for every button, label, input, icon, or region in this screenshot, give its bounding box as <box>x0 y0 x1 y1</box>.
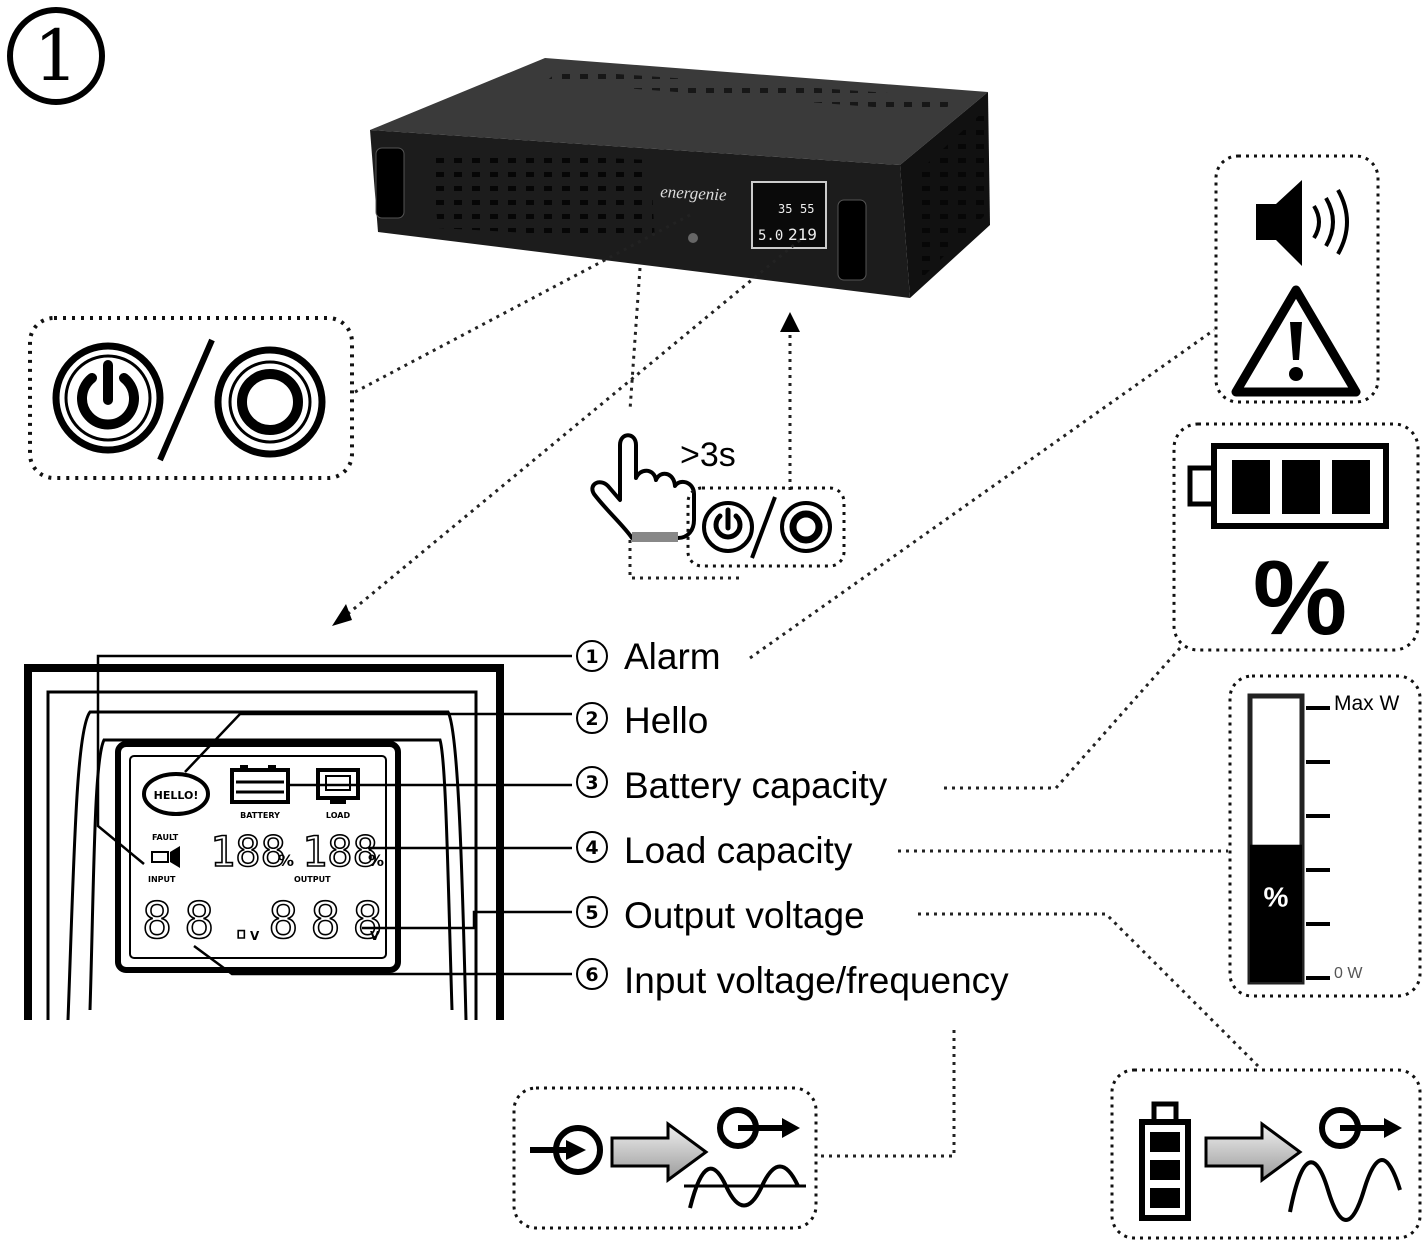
sine-wave-icon <box>684 1164 806 1209</box>
lcd-input-unit: V <box>250 929 260 943</box>
legend: 1 Alarm 2 Hello 3 Battery capacity 4 Loa… <box>576 636 1009 1001</box>
power-button-callout <box>28 213 691 480</box>
device-lcd-battery: 35 <box>778 202 792 216</box>
legend-input-voltage: Input voltage/frequency <box>624 960 1009 1001</box>
lcd-panel: HELLO! BATTERY LOAD FAULT 188 % 188 % IN… <box>24 664 504 1021</box>
step-number-badge: 1 <box>7 7 105 105</box>
power-off-icon <box>780 501 832 553</box>
load-meter-fill-label: % <box>1264 881 1289 912</box>
right-handle <box>837 199 867 281</box>
device-lcd <box>751 181 827 249</box>
press-hold-callout: >3s <box>590 267 846 580</box>
arrow-right-icon <box>1204 1121 1303 1183</box>
hold-time-label: >3s <box>680 436 736 474</box>
left-handle <box>375 147 405 219</box>
lcd-battery-digits: 188 <box>210 827 286 876</box>
lcd-battery-icon <box>230 765 290 804</box>
legend-num-6: 6 <box>585 964 598 986</box>
legend-num-1: 1 <box>585 646 598 668</box>
lcd-load-caption: LOAD <box>326 811 351 820</box>
power-icon <box>702 501 754 553</box>
input-voltage-callout <box>512 1030 956 1230</box>
arrow-down-left-icon <box>332 604 352 626</box>
lcd-input-caption: INPUT <box>148 875 176 884</box>
legend-battery-capacity: Battery capacity <box>624 765 888 806</box>
load-meter-ticks <box>1306 706 1330 980</box>
lcd-load-digits: 188 <box>302 827 378 876</box>
sine-wave-icon <box>1288 1158 1402 1222</box>
hand-pointer-icon <box>590 433 696 542</box>
legend-num-2: 2 <box>585 708 598 730</box>
warning-icon <box>1231 285 1361 397</box>
lcd-battery-percent: % <box>278 851 294 870</box>
load-meter-max-label: Max W <box>1334 692 1400 715</box>
brand-logo: energenie <box>660 182 728 204</box>
lcd-output-unit: V <box>370 929 380 943</box>
lcd-battery-caption: BATTERY <box>240 811 280 820</box>
legend-alarm: Alarm <box>624 636 721 677</box>
alarm-callout <box>749 154 1380 660</box>
device-power-button[interactable] <box>688 233 698 243</box>
power-icon <box>52 342 164 454</box>
speaker-icon <box>1256 180 1349 266</box>
device-lcd-output: 219 <box>788 225 817 244</box>
input-plug-icon <box>530 1125 603 1175</box>
lcd-fault-caption: FAULT <box>152 833 179 842</box>
lcd-voltage-digits: 88.888 <box>142 892 395 950</box>
lcd-load-percent: % <box>368 851 384 870</box>
legend-num-5: 5 <box>585 902 598 924</box>
load-meter-fill <box>1250 844 1302 982</box>
output-plug-icon <box>717 1107 800 1149</box>
arrow-up-icon <box>780 312 800 332</box>
load-capacity-callout: % Max W 0 W <box>898 674 1422 998</box>
lcd-alarm-icon <box>151 846 180 868</box>
legend-num-3: 3 <box>585 772 598 794</box>
output-plug-icon <box>1319 1107 1402 1149</box>
battery-capacity-callout: % <box>944 422 1420 790</box>
arrow-right-icon <box>610 1121 709 1183</box>
lcd-output-caption: OUTPUT <box>294 875 331 884</box>
step-number: 1 <box>34 15 79 97</box>
slash-divider <box>157 338 215 462</box>
power-off-icon <box>214 346 326 458</box>
hello-text: HELLO! <box>154 789 199 802</box>
output-voltage-callout <box>918 912 1422 1240</box>
device-lcd-input: 5.0 <box>758 228 783 244</box>
load-meter-min-label: 0 W <box>1334 965 1363 982</box>
legend-num-4: 4 <box>585 837 598 859</box>
legend-output-voltage: Output voltage <box>624 895 865 936</box>
hello-icon <box>142 772 210 816</box>
legend-hello: Hello <box>624 700 708 741</box>
leader-lines <box>96 654 572 976</box>
battery-icon <box>1187 443 1389 529</box>
battery-icon <box>1139 1101 1191 1221</box>
ups-device: energenie 35 55 5.0 219 <box>370 58 990 298</box>
legend-load-capacity: Load capacity <box>624 830 853 871</box>
device-lcd-load: 55 <box>800 202 814 216</box>
battery-percent-symbol: % <box>1253 539 1347 657</box>
